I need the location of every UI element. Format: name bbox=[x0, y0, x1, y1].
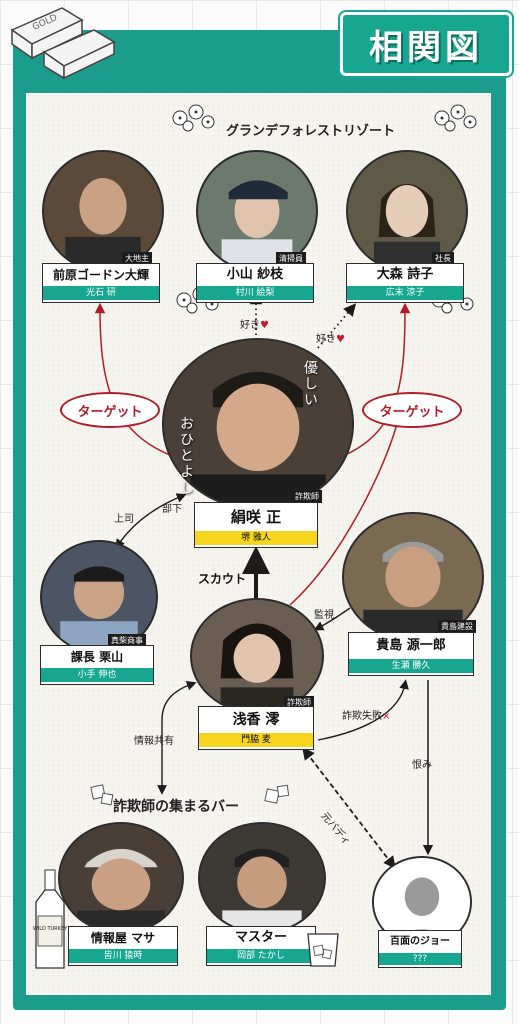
status-badge: 詐欺師 bbox=[284, 696, 314, 709]
boss-line bbox=[115, 493, 187, 550]
actor-name: 生瀬 勝久 bbox=[349, 659, 473, 673]
suki-line-right bbox=[317, 303, 357, 349]
ice-cube-icon bbox=[90, 784, 114, 806]
bar-group-title: 詐欺師の集まるバー bbox=[113, 799, 239, 815]
like-label-right: 好き♥ bbox=[316, 330, 345, 345]
actor-name: 光石 研 bbox=[43, 286, 159, 300]
status-badge: 清掃員 bbox=[276, 252, 306, 265]
glass-icon bbox=[307, 933, 339, 967]
character-name: マスター bbox=[234, 930, 287, 945]
info-share-line bbox=[157, 681, 197, 795]
avatar-maehara bbox=[42, 150, 164, 272]
name-plate-masa: 情報屋 マサ 皆川 猿時 bbox=[68, 926, 178, 966]
boss-label: 上司 bbox=[114, 514, 134, 525]
gold-bars-icon: GOLD bbox=[10, 7, 116, 80]
name-plate-kinusaki: 絹咲 正 堺 雅人 bbox=[194, 502, 318, 548]
title-badge: 相関図 bbox=[340, 12, 512, 76]
name-plate-maehara: 前原ゴードン大輝 光石 研 bbox=[42, 263, 160, 303]
subordinate-label: 部下 bbox=[162, 504, 182, 515]
overlay-text-kind: おひとよし bbox=[178, 416, 194, 496]
character-name: 絹咲 正 bbox=[230, 508, 282, 526]
name-plate-omori: 大森 詩子 広末 涼子 bbox=[346, 263, 464, 303]
fraud-fail-line bbox=[317, 679, 409, 741]
character-name: 浅香 澪 bbox=[232, 712, 280, 728]
status-badge: 大地主 bbox=[122, 252, 152, 265]
flower-icon bbox=[434, 104, 477, 132]
avatar-koyama bbox=[196, 150, 318, 272]
status-badge: 貴島建設 bbox=[438, 620, 476, 633]
avatar-masa bbox=[58, 822, 184, 934]
actor-name: 村川 絵梨 bbox=[197, 286, 313, 300]
character-name: 課長 栗山 bbox=[70, 650, 124, 664]
actor-name: 皆川 猿時 bbox=[69, 949, 177, 963]
character-name: 百面のジョー bbox=[390, 936, 450, 947]
like-text: 好き bbox=[240, 320, 260, 331]
target-line-left bbox=[94, 302, 171, 456]
actor-name: 広末 涼子 bbox=[347, 286, 463, 300]
scout-label: スカウト bbox=[198, 572, 247, 586]
info-share-label: 情報共有 bbox=[134, 736, 174, 747]
actor-name: 岡部 たかし bbox=[207, 949, 315, 963]
target-badge-right: ターゲット bbox=[362, 392, 462, 428]
like-label-left: 好き♥ bbox=[240, 316, 269, 331]
actor-name: 堺 雅人 bbox=[195, 531, 317, 545]
whisky-bottle-icon: WILD TURKEY bbox=[33, 869, 68, 969]
flower-icon bbox=[172, 104, 215, 132]
grudge-label: 恨み bbox=[412, 760, 432, 771]
avatar-asaka bbox=[190, 598, 324, 714]
target-badge-left: ターゲット bbox=[60, 392, 160, 428]
target-line-right bbox=[344, 302, 411, 456]
name-plate-asaka: 浅香 澪 門脇 麦 bbox=[198, 706, 314, 750]
avatar-master bbox=[198, 822, 326, 934]
name-plate-kijima: 貴島 源一郎 生瀬 勝久 bbox=[348, 632, 474, 676]
character-name: 大森 詩子 bbox=[376, 267, 434, 282]
heart-icon: ♥ bbox=[260, 320, 269, 331]
fraud-failed-label: 詐欺失敗× bbox=[342, 707, 390, 722]
character-name: 前原ゴードン大輝 bbox=[52, 268, 149, 282]
character-name: 情報屋 マサ bbox=[90, 931, 156, 945]
whisky-label: WILD TURKEY bbox=[33, 926, 68, 932]
ice-cube-icon bbox=[264, 784, 290, 804]
actor-name: 小手 伸也 bbox=[41, 668, 153, 682]
cross-icon: × bbox=[382, 711, 391, 722]
watch-line bbox=[313, 607, 351, 631]
status-badge: 詐欺師 bbox=[292, 490, 322, 503]
heart-icon: ♥ bbox=[336, 334, 345, 345]
like-text: 好き bbox=[316, 334, 336, 345]
name-plate-joe: 百面のジョー ??? bbox=[378, 930, 462, 968]
resort-group-title: グランデフォレストリゾート bbox=[226, 124, 396, 139]
name-plate-kuriyama: 課長 栗山 小手 伸也 bbox=[40, 645, 154, 685]
actor-name: ??? bbox=[379, 953, 461, 965]
status-badge: 社長 bbox=[432, 252, 454, 265]
name-plate-koyama: 小山 紗枝 村川 絵梨 bbox=[196, 263, 314, 303]
actor-name: 門脇 麦 bbox=[199, 733, 313, 747]
watch-label: 監視 bbox=[314, 610, 334, 621]
name-plate-master: マスター 岡部 たかし bbox=[206, 926, 316, 966]
avatar-kinusaki bbox=[162, 338, 354, 510]
page-title: 相関図 bbox=[369, 27, 483, 68]
asaka-kinusaki-line bbox=[289, 419, 399, 606]
status-badge: 真柴商事 bbox=[108, 634, 146, 647]
ex-buddy-line bbox=[302, 747, 396, 869]
character-name: 小山 紗枝 bbox=[226, 267, 284, 282]
character-name: 貴島 源一郎 bbox=[376, 638, 446, 653]
fraud-failed-text: 詐欺失敗 bbox=[342, 711, 382, 722]
overlay-text-gentle: 優しい bbox=[302, 360, 318, 408]
